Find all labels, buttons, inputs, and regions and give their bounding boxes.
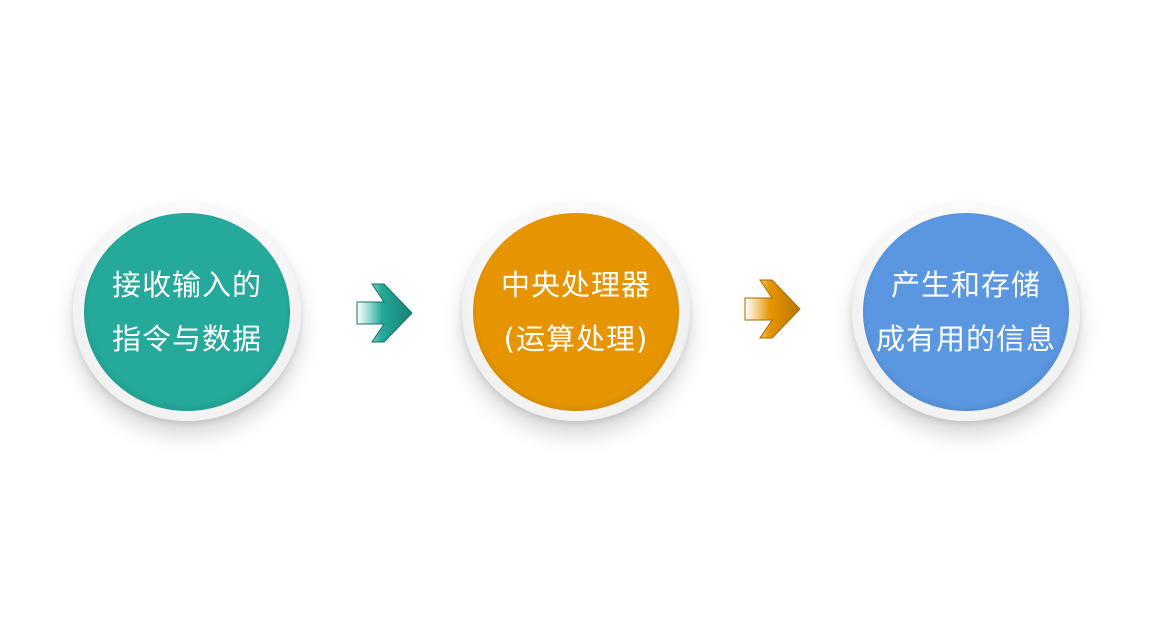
step-label-line: (运算处理)	[503, 322, 649, 356]
arrow-right-icon	[744, 279, 801, 339]
step-label-line: 成有用的信息	[875, 322, 1056, 356]
step-label-line: 中央处理器	[500, 268, 651, 302]
arrow-right-icon	[356, 283, 413, 343]
arrow-shape	[356, 283, 413, 343]
step-disc-cpu: 中央处理器 (运算处理)	[473, 213, 679, 411]
step-disc-input: 接收输入的 指令与数据	[84, 213, 290, 411]
step-node-cpu: 中央处理器 (运算处理)	[462, 203, 690, 421]
step-node-input: 接收输入的 指令与数据	[73, 203, 301, 421]
step-label-line: 产生和存储	[890, 268, 1041, 302]
step-node-output: 产生和存储 成有用的信息	[852, 203, 1080, 421]
step-label-line: 指令与数据	[111, 322, 262, 356]
step-label-line: 接收输入的	[111, 268, 262, 302]
arrow-shape	[744, 279, 801, 339]
step-disc-output: 产生和存储 成有用的信息	[863, 213, 1069, 411]
